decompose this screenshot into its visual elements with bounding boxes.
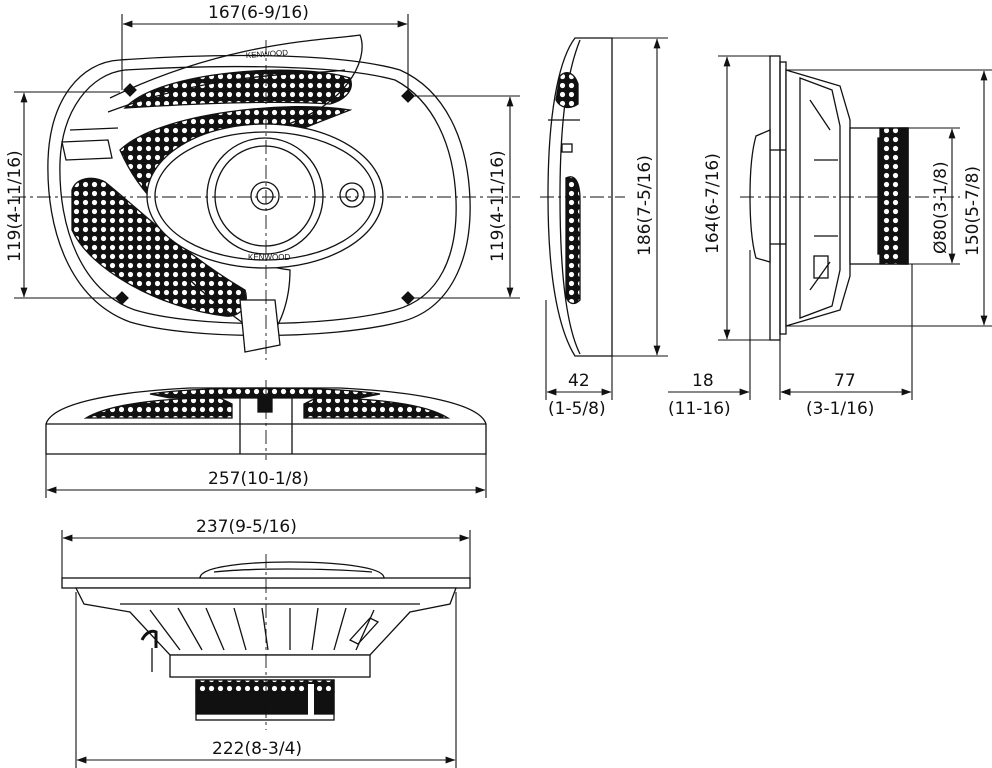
dim-height-mount-right: 119(4-11/16) <box>488 150 508 262</box>
basket-side-view <box>749 55 909 341</box>
brand-logo-top: KENWOOD <box>246 48 289 60</box>
front-grille-bottom <box>71 177 247 317</box>
dim-width-cutout: 237(9-5/16) <box>196 517 297 537</box>
dim-height-back-frame: 164(6-7/16) <box>703 153 723 254</box>
dim-depth-mount-inches: (3-1/16) <box>806 399 874 419</box>
dim-depth-flange-inches: (11-16) <box>668 399 731 419</box>
dim-width-basket: 222(8-3/4) <box>212 739 302 759</box>
front-center-lines <box>12 40 520 360</box>
dim-width-overall: 257(10-1/8) <box>208 469 309 489</box>
dim-height-side-total: 186(7-5/16) <box>635 155 655 256</box>
front-supertweeter <box>339 182 365 208</box>
front-grille-top <box>123 69 352 109</box>
dim-magnet-diameter: Ø80(3-1/8) <box>931 161 951 254</box>
front-woofer-ring <box>146 123 384 269</box>
dim-depth-flange: 18 <box>692 371 714 391</box>
dim-depth-front-inches: (1-5/8) <box>548 399 606 419</box>
dim-width-mount: 167(6-9/16) <box>208 3 309 23</box>
dim-height-mount-left: 119(4-11/16) <box>5 150 25 262</box>
front-tweeter <box>250 181 280 211</box>
front-view <box>47 34 471 353</box>
dim-depth-front: 42 <box>568 371 590 391</box>
basket-ribs <box>149 607 375 651</box>
dim-height-back-basket: 150(5-7/8) <box>963 166 983 256</box>
side-view <box>547 37 613 357</box>
front-mount-holes <box>115 83 415 305</box>
top-view <box>45 387 487 455</box>
brand-logo-bottom: KENWOOD <box>248 253 290 262</box>
dim-depth-mount: 77 <box>834 371 856 391</box>
